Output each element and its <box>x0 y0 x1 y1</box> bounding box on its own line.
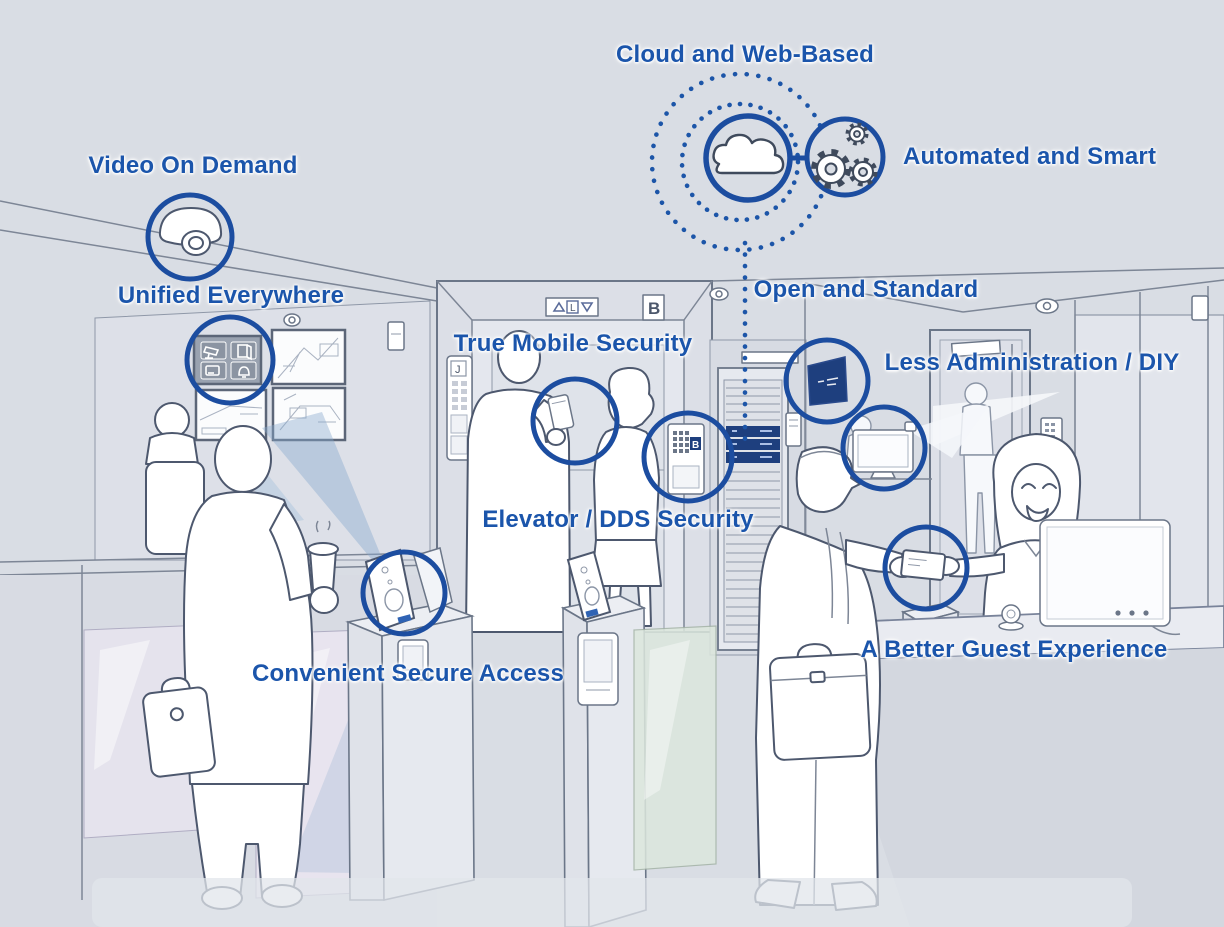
cctv-camera-icon <box>202 346 220 359</box>
elevator-indicator: L <box>545 297 599 317</box>
callout-automated-smart: Automated and Smart <box>903 143 1157 171</box>
dome-camera-icon <box>158 207 223 256</box>
floor-highlight <box>92 878 1132 927</box>
door-icon <box>237 344 252 361</box>
server-units <box>726 426 780 463</box>
callout-convenient-access: Convenient Secure Access <box>251 660 565 688</box>
gears-icon <box>811 122 878 189</box>
elevator-floor-sign: B <box>642 294 665 321</box>
annotation-circle-secure-access <box>360 549 448 637</box>
dome-camera-icon <box>709 287 729 301</box>
ceiling-lines <box>0 200 1224 313</box>
coffee-cup <box>307 520 339 614</box>
reception-area <box>847 433 1224 927</box>
annotation-circle-video-on-demand <box>145 192 235 282</box>
reception-desk <box>847 605 1224 927</box>
indicator-letter: L <box>570 303 576 314</box>
video-wall-monitors <box>192 328 347 442</box>
annotation-circle-open-standard <box>783 337 871 425</box>
dds-display: B <box>692 440 699 451</box>
entry-pedestal <box>560 550 647 927</box>
glass-panel <box>633 625 717 871</box>
entry-pedestal <box>345 547 475 901</box>
annotation-circle-guest-experience <box>882 524 970 612</box>
annotation-circles <box>145 192 970 637</box>
dds-keypad: B <box>667 423 705 495</box>
wall-intercom <box>387 321 405 351</box>
briefcase <box>769 643 872 761</box>
gear-medium <box>848 157 878 187</box>
callout-true-mobile-security: True Mobile Security <box>453 330 693 358</box>
bell-icon <box>238 366 250 378</box>
callout-less-administration: Less Administration / DIY <box>884 349 1180 377</box>
svg-text:J: J <box>455 364 461 376</box>
badge-card <box>900 549 947 581</box>
desk-camera <box>998 604 1024 631</box>
briefcase <box>142 677 216 778</box>
callout-elevator-dds: Elevator / DDS Security <box>482 506 754 534</box>
callout-open-standard: Open and Standard <box>753 276 979 304</box>
callout-unified-everywhere: Unified Everywhere <box>117 282 345 310</box>
gear-large <box>811 149 851 189</box>
annotation-circle-unified-everywhere <box>184 314 276 406</box>
admin-workstation <box>845 404 990 480</box>
desk-monitor <box>1039 519 1181 636</box>
dome-camera-icon <box>283 313 301 327</box>
card-icon <box>205 365 220 376</box>
navy-sign <box>807 356 848 406</box>
cloud-icon <box>712 133 785 175</box>
annotation-circle-less-admin <box>840 404 928 492</box>
unified-monitor <box>192 334 263 386</box>
mobile-phone <box>547 394 575 431</box>
face-reader <box>566 550 612 622</box>
annotation-circle-elevator-dds <box>641 410 735 504</box>
cloud-motif <box>649 71 886 449</box>
face-scan-beam <box>262 412 393 585</box>
annotation-circle-true-mobile <box>530 376 620 466</box>
svg-text:B: B <box>648 299 660 318</box>
callout-video-on-demand: Video On Demand <box>88 152 298 180</box>
callout-cloud-web-based: Cloud and Web-Based <box>615 41 875 69</box>
camera-view-cone <box>908 404 990 458</box>
dome-camera-icon <box>1035 298 1059 314</box>
gear-small <box>845 122 869 146</box>
callout-guest-experience: A Better Guest Experience <box>860 636 1168 664</box>
